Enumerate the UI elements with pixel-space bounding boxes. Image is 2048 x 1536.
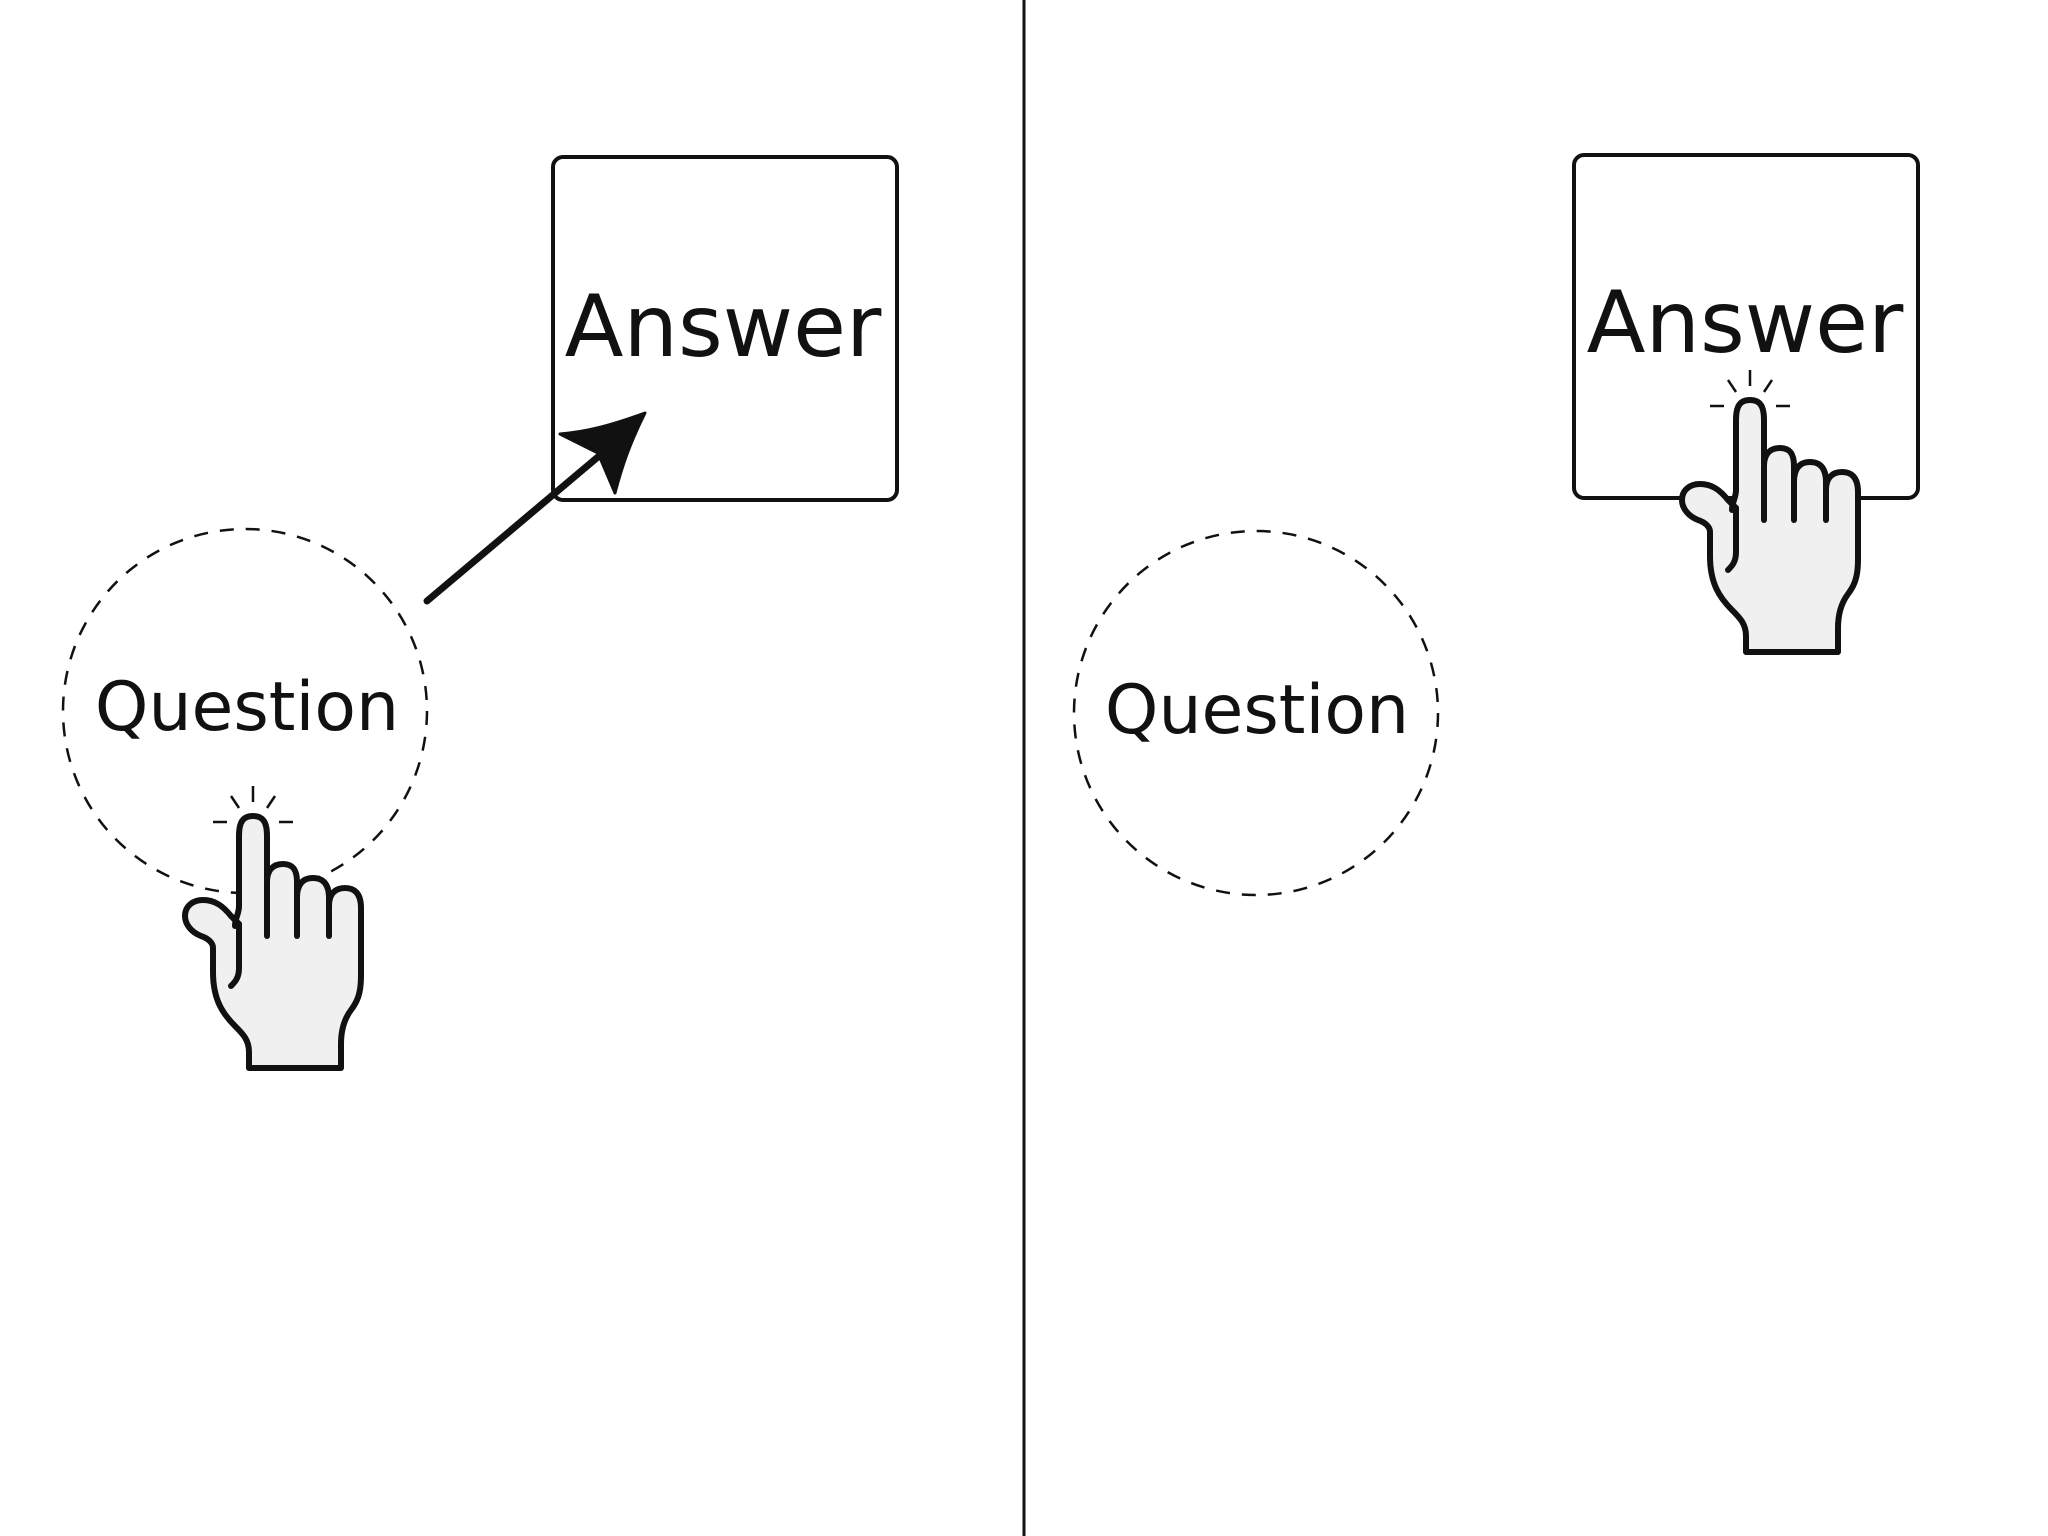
right-panel: Answer Question (1072, 153, 1920, 897)
question-label: Question (95, 668, 399, 747)
left-panel: Answer Question (61, 155, 899, 1068)
answer-label: Answer (565, 277, 882, 377)
question-circle[interactable] (1072, 529, 1440, 897)
arrow-icon (423, 411, 647, 605)
pointing-hand-icon (185, 730, 361, 1068)
question-circle[interactable] (61, 527, 429, 895)
answer-label: Answer (1587, 273, 1904, 373)
question-label: Question (1105, 671, 1409, 750)
